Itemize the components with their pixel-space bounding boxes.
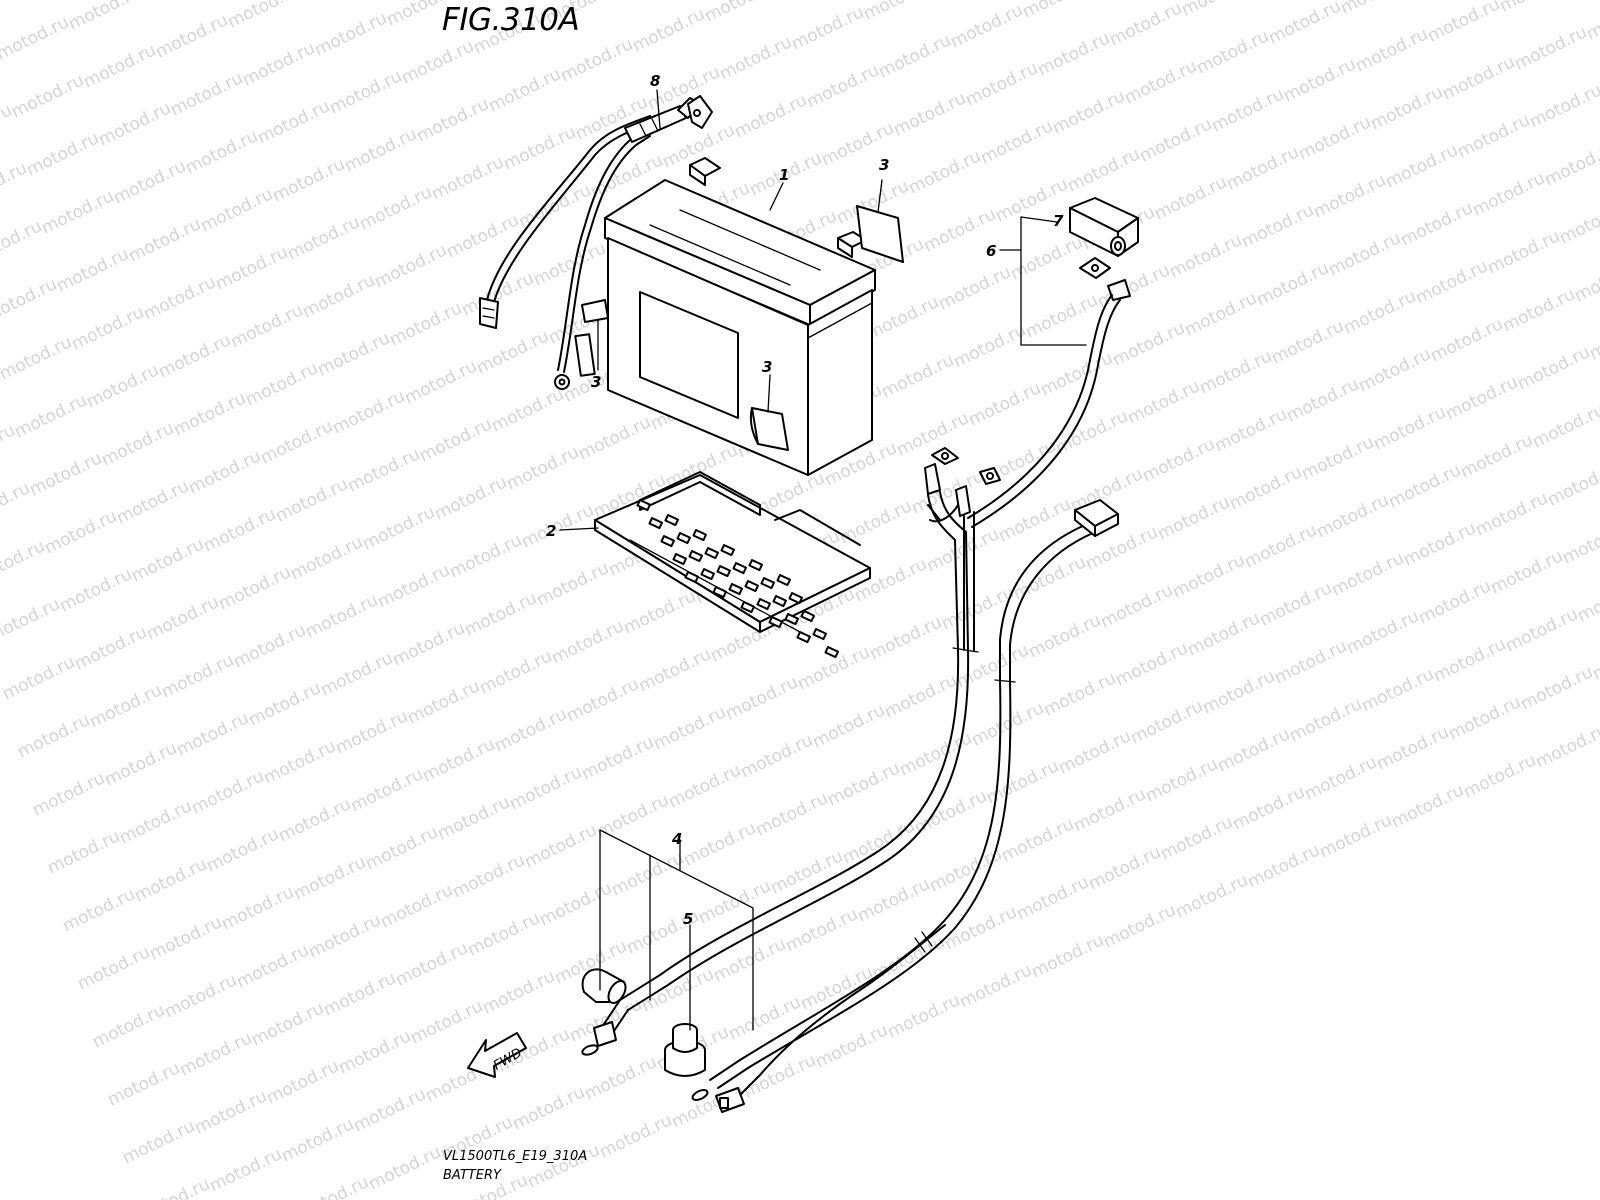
tray-hole (776, 574, 791, 587)
small-cap-part[interactable] (581, 968, 629, 1006)
callout-3-cable: 3 (591, 373, 601, 391)
tray-hole (800, 610, 815, 623)
callout-leaders (559, 89, 1087, 1031)
tray-hole (768, 615, 783, 629)
tray-hole (760, 576, 775, 590)
tray-hole (772, 595, 787, 608)
figure-name: BATTERY (443, 1168, 501, 1183)
tray-hole (748, 559, 763, 572)
callout-4: 4 (671, 830, 682, 848)
tray-hole (716, 565, 731, 578)
label-sticker-side[interactable] (749, 407, 789, 451)
tray-hole (692, 529, 707, 542)
cover-part[interactable] (1069, 197, 1139, 257)
figure-title: FIG.310A (442, 2, 580, 38)
callout-8: 8 (650, 72, 660, 90)
battery-part[interactable] (604, 157, 876, 476)
callout-3-side: 3 (762, 358, 772, 376)
callout-2: 2 (546, 522, 556, 540)
tray-hole (740, 601, 755, 614)
fwd-direction-marker: FWD (467, 1032, 527, 1078)
callout-1: 1 (779, 166, 789, 184)
positive-cable-part[interactable] (927, 257, 1131, 528)
tray-hole (684, 570, 699, 584)
label-sticker-cable[interactable] (581, 299, 609, 323)
tray-hole (636, 498, 651, 512)
tray-hole (744, 580, 759, 593)
tray-hole (688, 550, 703, 563)
terminal-cap-part[interactable] (664, 1023, 706, 1077)
tray-hole (664, 514, 679, 527)
tray-hole (788, 592, 803, 605)
tray-hole (676, 532, 691, 545)
tray-hole (728, 583, 743, 596)
callout-6: 6 (986, 242, 996, 260)
tray-hole (732, 562, 747, 575)
callout-3-top: 3 (879, 156, 889, 174)
tray-hole (712, 586, 727, 599)
tray-hole (704, 547, 719, 560)
tray-hole (672, 553, 687, 566)
callout-5: 5 (683, 910, 693, 928)
figure-code: VL1500TL6_E19_310A (443, 1149, 588, 1164)
tray-hole (812, 628, 827, 641)
tray-hole (720, 544, 735, 557)
tray-hole (700, 568, 715, 581)
tray-hole (784, 613, 799, 626)
tray-hole (660, 535, 675, 548)
tray-part[interactable] (594, 471, 871, 659)
callout-7: 7 (1053, 212, 1064, 230)
lead-wire-part[interactable] (479, 95, 713, 390)
tray-hole (796, 631, 811, 644)
label-sticker-top[interactable] (856, 205, 904, 263)
callout-labels: 8 1 3 3 3 2 7 6 4 5 (546, 72, 1064, 928)
tray-hole (648, 517, 663, 530)
tray-hole (756, 598, 771, 611)
tray-hole (824, 646, 839, 659)
